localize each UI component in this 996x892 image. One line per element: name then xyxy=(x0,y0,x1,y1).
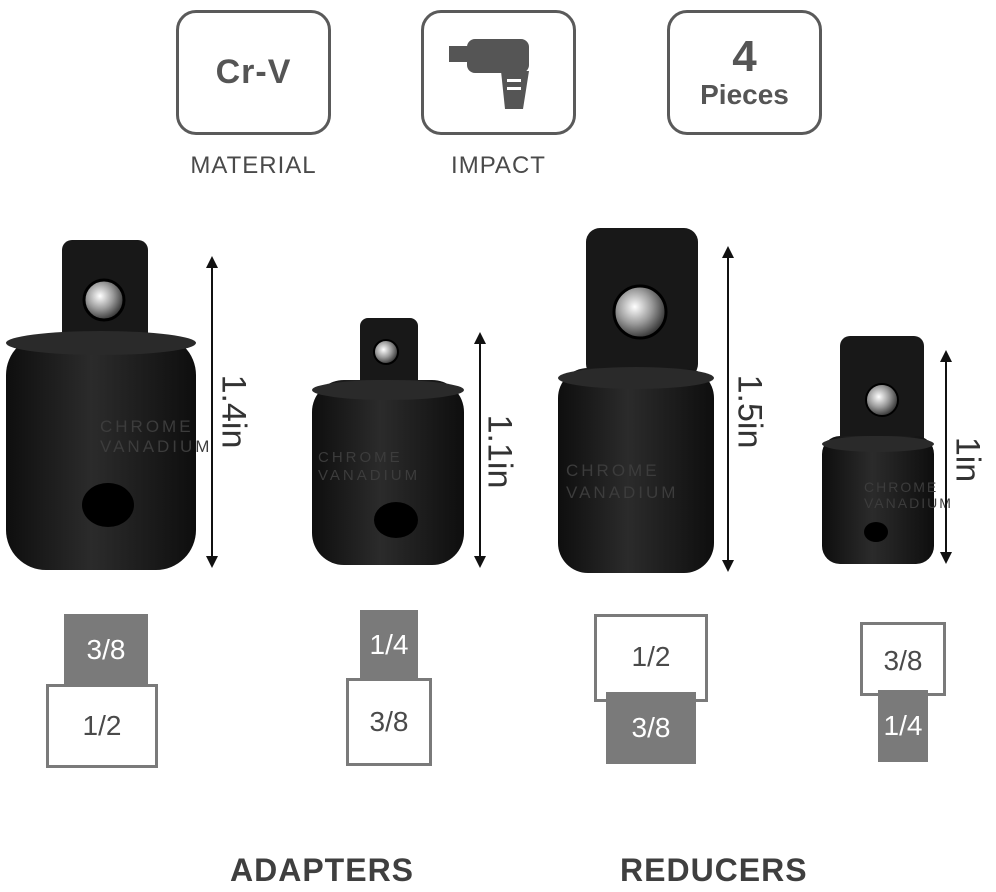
pieces-word: Pieces xyxy=(700,78,789,110)
height-label-3: 1.5in xyxy=(730,374,769,449)
height-label-1: 1.4in xyxy=(214,374,253,449)
svg-text:VANADIUM: VANADIUM xyxy=(864,495,953,511)
reducer-socket-3: CHROME VANADIUM xyxy=(558,228,714,573)
size-label-4-top: 3/8 xyxy=(860,622,946,696)
height-label-4: 1in xyxy=(948,436,987,483)
svg-text:CHROME: CHROME xyxy=(566,461,660,480)
adapter-socket-2: CHROME VANADIUM xyxy=(312,318,464,565)
impact-caption: IMPACT xyxy=(451,152,546,179)
svg-text:CHROME: CHROME xyxy=(318,449,403,466)
reducer-socket-4: CHROME VANADIUM xyxy=(822,336,953,564)
reducers-section-title: REDUCERS xyxy=(620,852,808,888)
svg-text:CHROME: CHROME xyxy=(864,479,938,495)
svg-text:VANADIUM: VANADIUM xyxy=(100,437,212,456)
svg-text:VANADIUM: VANADIUM xyxy=(566,483,678,502)
adapters-section-title: ADAPTERS xyxy=(230,852,415,888)
pieces-badge: 4 Pieces xyxy=(667,10,822,135)
material-caption: MATERIAL xyxy=(190,152,317,179)
size-label-2-top: 1/4 xyxy=(360,610,418,680)
height-label-2: 1.1in xyxy=(480,414,519,489)
impact-badge xyxy=(421,10,576,135)
size-label-3-bottom: 3/8 xyxy=(606,692,696,764)
size-label-4-bottom: 1/4 xyxy=(878,690,928,762)
size-label-3-top: 1/2 xyxy=(594,614,708,702)
svg-text:VANADIUM: VANADIUM xyxy=(318,467,420,484)
svg-text:CHROME: CHROME xyxy=(100,417,194,436)
size-label-1-bottom: 1/2 xyxy=(46,684,158,768)
material-badge: Cr-V xyxy=(176,10,331,135)
impact-wrench-icon xyxy=(449,39,529,109)
material-value: Cr-V xyxy=(215,53,292,91)
size-label-1-top: 3/8 xyxy=(64,614,148,686)
size-label-2-bottom: 3/8 xyxy=(346,678,432,766)
pieces-number: 4 xyxy=(732,31,757,81)
adapter-socket-1: CHROME VANADIUM xyxy=(6,240,212,570)
